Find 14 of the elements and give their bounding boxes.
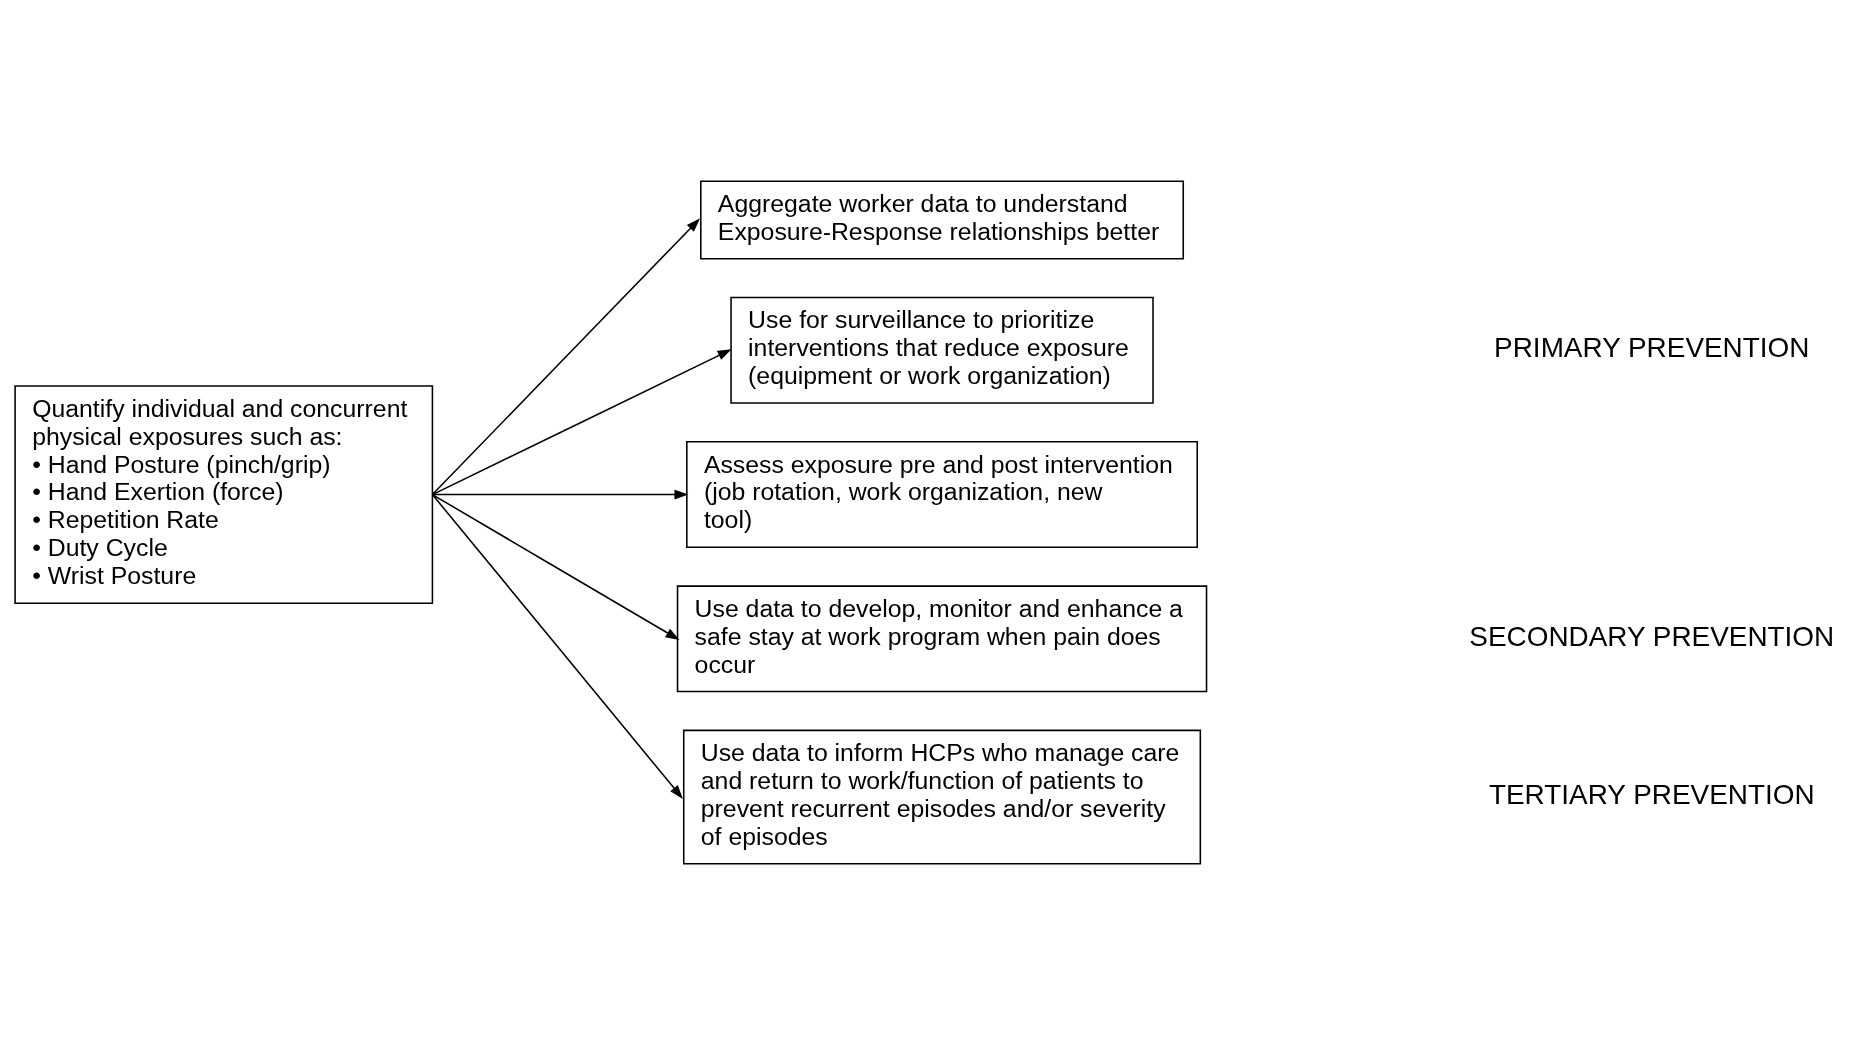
arrow <box>431 493 683 799</box>
node-box: Aggregate worker data to understand Exposure-Response relationships better <box>700 179 1185 260</box>
arrow <box>431 217 701 495</box>
label: SECONDARY PREVENTION <box>1469 620 1835 652</box>
node-box: Quantify individual and concurrent physical exposures such as: • Hand Posture (pinch/grip) • Hand Exertion (force) • Repetition Rate • Duty Cycle • Wrist Posture <box>14 384 434 604</box>
node-box: Use data to inform HCPs who manage care and return to work/function of patients to prevent recurrent episodes and/or severity of episodes <box>682 729 1202 865</box>
arrow <box>431 493 680 640</box>
node-box: Use for surveillance to prioritize interventions that reduce exposure (equipment or work organization) <box>730 296 1154 404</box>
arrow <box>431 489 689 499</box>
label: PRIMARY PREVENTION <box>1494 331 1810 363</box>
arrow <box>431 348 732 495</box>
node-box: Use data to develop, monitor and enhance a safe stay at work program when pain does occur <box>676 584 1208 692</box>
node-box: Assess exposure pre and post intervention (job rotation, work organization, new tool) <box>686 440 1198 548</box>
label: TERTIARY PREVENTION <box>1488 778 1815 810</box>
